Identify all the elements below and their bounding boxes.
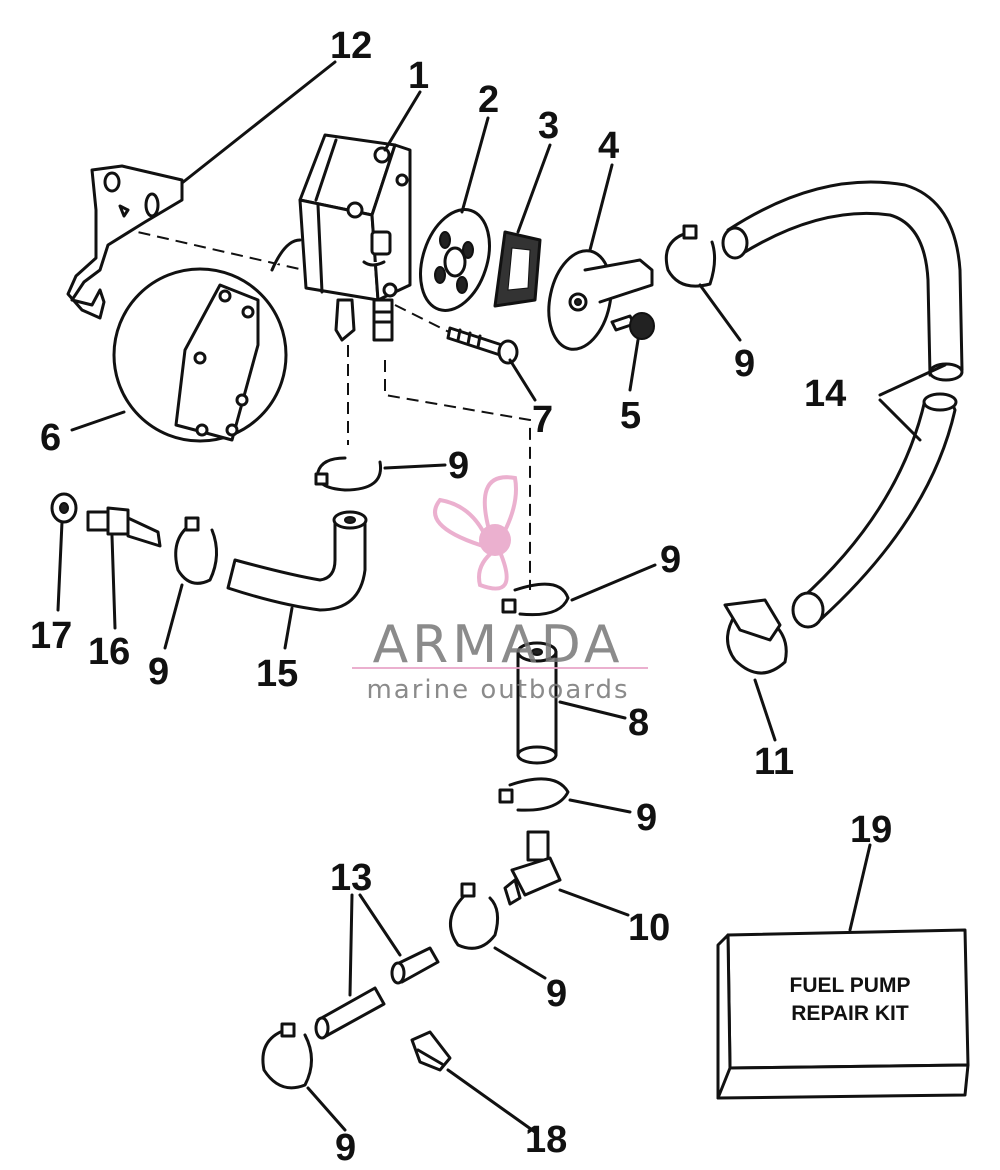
callout-9-d: 9: [148, 651, 169, 693]
callout-9-a: 9: [734, 343, 755, 385]
leader-lines: [56, 60, 947, 1134]
hose-clamp-part-9-c: [174, 516, 218, 585]
callout-6: 6: [40, 417, 61, 459]
hose-clamp-part-9-f: [449, 882, 500, 950]
callout-18: 18: [525, 1119, 567, 1161]
callout-9-g: 9: [335, 1127, 356, 1169]
filter-cover-part-4: [547, 249, 654, 351]
callout-1: 1: [408, 55, 429, 97]
fitting-part-16: [86, 506, 162, 548]
hose-clamp-part-9-a: [664, 224, 717, 288]
callout-9-f: 9: [546, 973, 567, 1015]
armada-watermark: ARMADA marine outboards: [352, 475, 648, 705]
fuel-hose-part-14: [721, 180, 964, 629]
callout-9-e: 9: [636, 797, 657, 839]
callout-14: 14: [804, 373, 846, 415]
mounting-bracket-part-12: [66, 164, 184, 320]
callout-9-c: 9: [660, 539, 681, 581]
spring-clamp-part-11: [723, 598, 788, 675]
hose-clamp-part-9-e: [498, 777, 570, 812]
callout-10: 10: [628, 907, 670, 949]
watermark-brand: ARMADA: [373, 615, 624, 675]
washer-part-17: [50, 492, 78, 524]
callout-9-b: 9: [448, 445, 469, 487]
alignment-lines: [119, 227, 531, 590]
diaphragm-part-2: [419, 208, 491, 312]
hose-clamp-part-9-b: [314, 456, 383, 492]
clip-part-18: [410, 1030, 452, 1072]
repair-kit-line-1: FUEL PUMP: [790, 974, 911, 997]
callout-8: 8: [628, 702, 649, 744]
screw-part-5: [610, 312, 655, 340]
propeller-logo-icon: [433, 475, 518, 591]
callout-15: 15: [256, 653, 298, 695]
callout-3: 3: [538, 105, 559, 147]
hose-clamp-part-9-g: [261, 1022, 313, 1090]
gasket-detail-part-6: [112, 267, 288, 443]
callout-2: 2: [478, 79, 499, 121]
callout-17: 17: [30, 615, 72, 657]
fuel-pump-part-1: [270, 133, 412, 342]
hose-pieces-part-13: [314, 946, 440, 1040]
repair-kit-box-part-19: FUEL PUMP REPAIR KIT: [716, 928, 970, 1100]
callout-numbers: 12 1 2 3 4 9 5 7 6 9 14 9 17 16 9 15 8 1…: [30, 25, 892, 1169]
filter-screen-part-3: [493, 230, 542, 308]
repair-kit-line-2: REPAIR KIT: [791, 1002, 909, 1025]
callout-12: 12: [330, 25, 372, 67]
callout-5: 5: [620, 395, 641, 437]
callout-7: 7: [532, 399, 553, 441]
elbow-hose-part-15: [226, 510, 368, 612]
hose-segment-part-8: [516, 641, 558, 765]
hose-clamp-part-9-d: [501, 582, 570, 617]
callout-16: 16: [88, 631, 130, 673]
callout-13: 13: [330, 857, 372, 899]
elbow-fitting-part-10: [503, 830, 562, 906]
callout-11: 11: [754, 741, 794, 783]
screw-part-7: [446, 326, 519, 365]
callout-4: 4: [598, 125, 619, 167]
watermark-tagline: marine outboards: [366, 675, 629, 705]
callout-19: 19: [850, 809, 892, 851]
